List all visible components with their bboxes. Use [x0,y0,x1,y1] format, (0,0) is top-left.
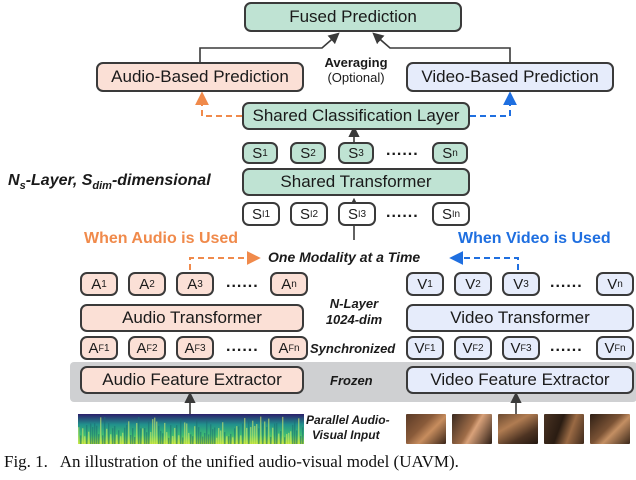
video-frame-image [590,414,630,444]
video-frame-image [544,414,584,444]
figure-caption: Fig. 1. An illustration of the unified a… [0,452,636,472]
caption-text: An illustration of the unified audio-vis… [59,452,459,471]
video-frame-image [452,414,492,444]
audio-feature-extractor-label: Audio Feature Extractor [102,370,282,389]
optional-text: (Optional) [327,70,385,85]
audio-token-ellipsis: ...... [226,274,259,291]
video-prediction-label: Video-Based Prediction [421,67,599,86]
n-layer-label: N-Layer 1024-dim [325,296,383,327]
parallel-input-label: Parallel Audio- Visual Input [306,413,390,442]
video-used-label: When Video is Used [458,230,611,247]
averaging-text: Averaging [324,55,388,70]
shared-classification-layer-box: Shared Classification Layer [242,102,470,130]
audio-transformer-box: Audio Transformer [80,304,304,332]
audio-to-fused-arrow [199,32,340,64]
video-to-fused-arrow [372,32,511,64]
video-transformer-label: Video Transformer [450,308,590,327]
one-modality-label: One Modality at a Time [268,249,421,265]
video-feature-extractor-box: Video Feature Extractor [406,366,634,394]
audio-feature-ellipsis: ...... [226,338,259,355]
audio-feature-extractor-box: Audio Feature Extractor [80,366,304,394]
fused-prediction-label: Fused Prediction [289,7,417,26]
video-transformer-box: Video Transformer [406,304,634,332]
video-token-ellipsis: ...... [550,274,583,291]
video-feature-ellipsis: ...... [550,338,583,355]
shared-classification-layer-label: Shared Classification Layer [252,106,460,125]
audio-transformer-label: Audio Transformer [122,308,262,327]
audio-used-label: When Audio is Used [84,230,239,247]
shared-transformer-description: Ns-Layer, Sdim-dimensional [8,172,211,193]
audio-prediction-label: Audio-Based Prediction [111,67,289,86]
caption-figure-number: Fig. 1. [4,452,48,471]
fused-prediction-box: Fused Prediction [244,2,462,32]
video-modality-arrow [449,251,519,270]
shared-output-ellipsis: ...... [386,142,419,159]
averaging-label: Averaging (Optional) [306,55,406,85]
video-frame-image [406,414,446,444]
spectrogram-image [78,414,304,444]
classifier-to-audio-arrow [195,91,242,117]
shared-transformer-box: Shared Transformer [242,168,470,196]
video-feature-extractor-label: Video Feature Extractor [430,370,610,389]
audio-prediction-box: Audio-Based Prediction [96,62,304,92]
shared-transformer-label: Shared Transformer [280,172,432,191]
synchronized-label: Synchronized [310,341,396,356]
frozen-label: Frozen [330,373,373,388]
audio-modality-arrow [189,251,261,270]
classifier-to-video-arrow [470,91,517,117]
video-prediction-box: Video-Based Prediction [406,62,614,92]
shared-input-ellipsis: ...... [386,204,419,221]
video-frame-image [498,414,538,444]
